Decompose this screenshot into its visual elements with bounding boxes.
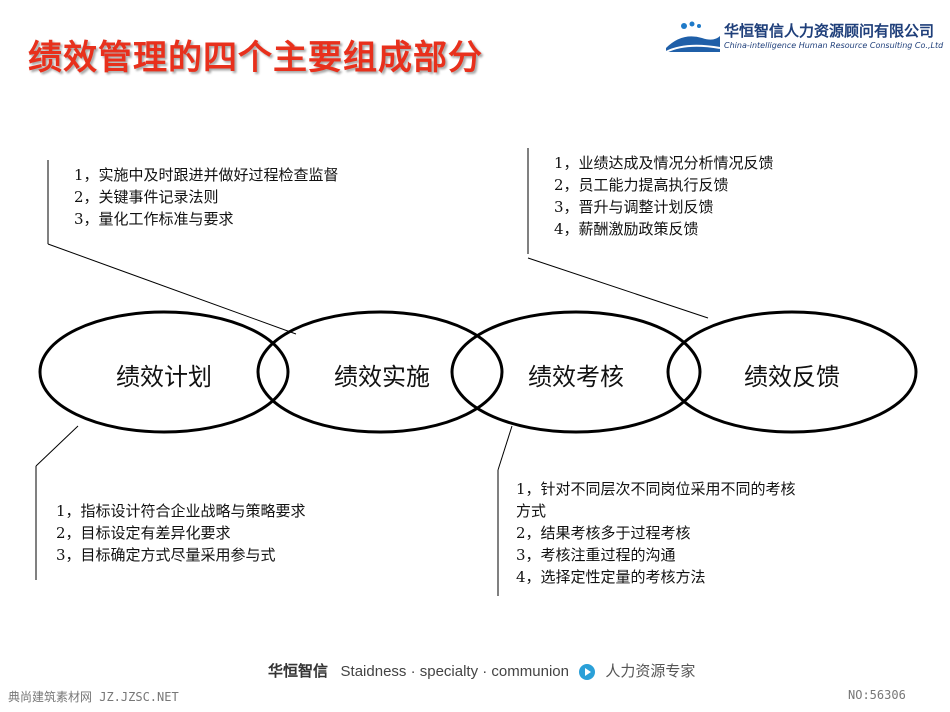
- stage-label-planning: 绩效计划: [116, 363, 212, 391]
- note-item: 3，晋升与调整计划反馈: [554, 198, 714, 216]
- note-item: 1，指标设计符合企业战略与策略要求: [56, 502, 306, 520]
- footer-tagline: 人力资源专家: [605, 662, 696, 680]
- oval-planning: [38, 310, 290, 434]
- note-assessment: 1，针对不同层次不同岗位采用不同的考核 方式 2，结果考核多于过程考核 3，考核…: [516, 478, 796, 588]
- callout-feedback-leader: [527, 257, 709, 319]
- note-item: 2，员工能力提高执行反馈: [554, 176, 729, 194]
- note-item: 1，业绩达成及情况分析情况反馈: [554, 154, 774, 172]
- note-item: 3，考核注重过程的沟通: [516, 546, 676, 564]
- note-item: 3，目标确定方式尽量采用参与式: [56, 546, 276, 564]
- note-item: 4，薪酬激励政策反馈: [554, 220, 699, 238]
- page-title: 绩效管理的四个主要组成部分: [28, 38, 483, 78]
- stage-label-assessment: 绩效考核: [528, 363, 624, 391]
- play-icon: [579, 664, 596, 681]
- stage-label-implementation: 绩效实施: [334, 363, 430, 391]
- stage-label-feedback: 绩效反馈: [744, 363, 840, 391]
- company-logo: 华恒智信人力资源顾问有限公司 China-intelligence Human …: [662, 18, 944, 58]
- note-planning: 1，指标设计符合企业战略与策略要求 2，目标设定有差异化要求 3，目标确定方式尽…: [56, 500, 306, 566]
- note-item: 2，目标设定有差异化要求: [56, 524, 231, 542]
- footer-brand: 华恒智信: [268, 662, 329, 680]
- callout-assessment-leader: [497, 425, 513, 471]
- logo-mark-icon: [665, 21, 721, 53]
- logo-name-en: China-intelligence Human Resource Consul…: [724, 41, 944, 50]
- note-feedback: 1，业绩达成及情况分析情况反馈 2，员工能力提高执行反馈 3，晋升与调整计划反馈…: [554, 152, 774, 240]
- footer: 华恒智信 Staidness · specialty · communion 人…: [268, 660, 695, 681]
- oval-feedback: [666, 310, 918, 434]
- oval-assessment: [450, 310, 702, 434]
- oval-implementation: [256, 310, 504, 434]
- watermark-left: 典尚建筑素材网 JZ.JZSC.NET: [8, 690, 179, 704]
- note-implementation: 1，实施中及时跟进并做好过程检查监督 2，关键事件记录法则 3，量化工作标准与要…: [74, 164, 339, 230]
- footer-slogan: Staidness · specialty · communion: [340, 663, 569, 680]
- note-item: 2，结果考核多于过程考核: [516, 524, 691, 542]
- note-item: 3，量化工作标准与要求: [74, 210, 234, 228]
- note-item: 1，针对不同层次不同岗位采用不同的考核: [516, 480, 796, 498]
- note-item: 2，关键事件记录法则: [74, 188, 219, 206]
- callout-planning-leader: [35, 425, 79, 467]
- note-item: 4，选择定性定量的考核方法: [516, 568, 706, 586]
- note-item: 1，实施中及时跟进并做好过程检查监督: [74, 166, 339, 184]
- callout-implementation-leader: [47, 243, 297, 335]
- watermark-right: NO:56306: [848, 688, 906, 702]
- logo-name-cn: 华恒智信人力资源顾问有限公司: [724, 22, 935, 40]
- note-item: 方式: [516, 502, 547, 520]
